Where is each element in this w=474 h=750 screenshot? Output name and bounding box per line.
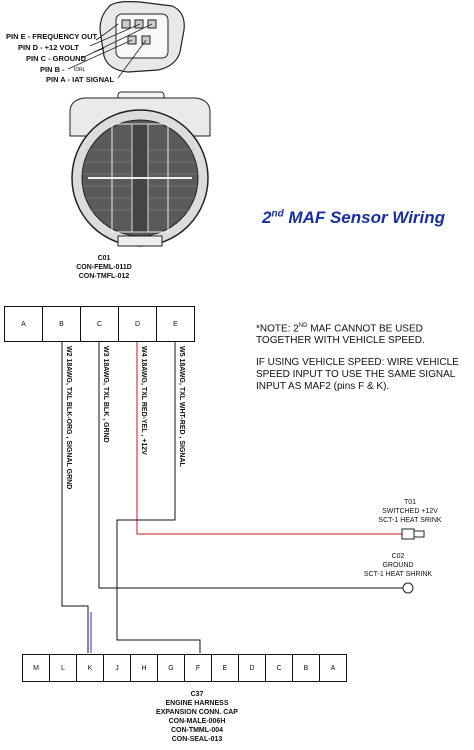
c01-line: CON-TMFL-012 xyxy=(78,273,130,280)
note-line-1: *NOTE: 2ND MAF CANNOT BE USED xyxy=(256,323,423,335)
c01-line: C01 xyxy=(97,255,111,262)
c37-pin-j: J xyxy=(104,655,131,681)
c37-line: C37 xyxy=(190,691,204,698)
pin-b-label: PIN B - xyxy=(40,65,65,74)
c01-line: CON-FEML-011D xyxy=(76,264,132,271)
c01-pin-a: A xyxy=(5,307,43,341)
pin-e-label: PIN E - FREQUENCY OUT xyxy=(6,32,98,41)
note-line-3: IF USING VEHICLE SPEED: WIRE VEHICLE xyxy=(256,357,459,369)
title-prefix: 2 xyxy=(262,208,272,227)
c37-pin-d: D xyxy=(239,655,266,681)
c37-pin-c: C xyxy=(266,655,293,681)
wire-w2 xyxy=(61,341,89,653)
c37-pin-e: E xyxy=(212,655,239,681)
wire-w5 xyxy=(116,341,201,653)
note-line-2: TOGETHER WITH VEHICLE SPEED. xyxy=(256,335,425,347)
c37-line: CON-SEAL-013 xyxy=(171,736,223,743)
c02-line: GROUND xyxy=(382,562,414,569)
c37-connector: M L K J H G F E D C B A xyxy=(22,654,347,682)
c37-line: EXPANSION CONN. CAP xyxy=(156,709,238,716)
c37-pin-h: H xyxy=(131,655,158,681)
pin-a-label: PIN A - IAT SIGNAL xyxy=(46,75,115,84)
c37-pin-b: B xyxy=(293,655,320,681)
c37-pin-a: A xyxy=(330,664,336,672)
note-line-5: INPUT AS MAF2 (pins F & K). xyxy=(256,381,390,393)
pin-c-label: PIN C - GROUND xyxy=(26,54,86,63)
c37-line: ENGINE HARNESS xyxy=(165,700,229,707)
note-line-4: SPEED INPUT TO USE THE SAME SIGNAL xyxy=(256,369,456,381)
t01-line: SCT-1 HEAT SRINK xyxy=(378,517,442,524)
wire-w3 xyxy=(98,341,404,589)
t01-line: T01 xyxy=(403,499,417,506)
c01-pin-b: B xyxy=(43,307,81,341)
title-sup: nd xyxy=(271,208,284,220)
c02-label: C02 GROUND SCT-1 HEAT SHRINK xyxy=(348,552,448,579)
wire-w4 xyxy=(136,341,402,535)
diagram-title: 2nd MAF Sensor Wiring xyxy=(262,208,445,228)
c01-pin-e: E xyxy=(173,320,178,328)
pin-d-label: PIN D - +12 VOLT xyxy=(18,43,79,52)
c37-line: CON-TMML-004 xyxy=(170,727,224,734)
c01-label: C01 CON-FEML-011D CON-TMFL-012 xyxy=(64,254,144,281)
c37-line: CON-MALE-006H xyxy=(168,718,226,725)
c02-line: SCT-1 HEAT SHRINK xyxy=(363,571,433,578)
t01-line: SWITCHED +12V xyxy=(382,508,438,515)
c37-pin-g: G xyxy=(158,655,185,681)
c02-line: C02 xyxy=(391,553,405,560)
c37-label: C37 ENGINE HARNESS EXPANSION CONN. CAP C… xyxy=(137,690,257,744)
t01-label: T01 SWITCHED +12V SCT-1 HEAT SRINK xyxy=(360,498,460,525)
c37-pin-m: M xyxy=(23,655,50,681)
wire-w5-label: W5 18AWG, TXL WHT-RED , SIGNAL xyxy=(178,346,185,467)
note-block: *NOTE: 2ND MAF CANNOT BE USED TOGETHER W… xyxy=(256,320,459,393)
title-rest: MAF Sensor Wiring xyxy=(283,208,446,227)
sensor-body xyxy=(69,91,211,247)
wire-w3-label: W3 18AWG, TXL BLK , GRND xyxy=(102,346,109,443)
t01-terminal xyxy=(401,528,425,540)
c01-pin-c: C xyxy=(81,307,119,341)
c37-pin-l: L xyxy=(50,655,77,681)
wire-w2-label: W2 18AWG, TXL BLK-ORG , SIGNAL GRND xyxy=(65,346,72,490)
c01-pin-d: D xyxy=(119,307,157,341)
maf-sensor-illustration xyxy=(67,1,211,247)
c37-pin-k: K xyxy=(77,655,104,681)
pin-b-sublabel: IDRL xyxy=(74,67,86,73)
c02-ground-ring xyxy=(402,582,414,594)
c37-pin-f: F xyxy=(185,655,212,681)
c01-connector: A B C D E xyxy=(4,306,195,342)
wire-w4-label: W4 18AWG, TXL RED-YEL , +12V xyxy=(140,346,147,455)
